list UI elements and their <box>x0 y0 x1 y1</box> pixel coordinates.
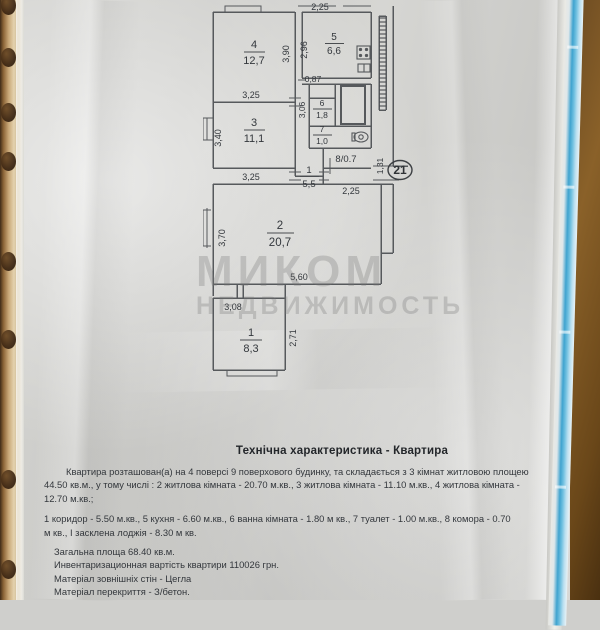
description-line: Загальна площа 68.40 кв.м. <box>54 546 175 558</box>
description-line: Инвентаризационная вартість квартири 110… <box>54 559 279 571</box>
apartment-number-marker: 21 <box>387 159 413 181</box>
svg-text:0,87: 0,87 <box>305 74 322 84</box>
binding-hole-dot <box>1 470 16 489</box>
svg-text:6,6: 6,6 <box>327 46 341 57</box>
svg-text:1,8: 1,8 <box>316 110 328 120</box>
description-line: Матеріал перекриття - З/бетон. <box>54 586 190 598</box>
floor-plan-drawing: 21 4 12,7 3 11,1 5 6,6 6 1,8 7 1,0 8/0.7… <box>203 0 418 378</box>
svg-text:5,60: 5,60 <box>290 272 308 282</box>
svg-text:8/0.7: 8/0.7 <box>335 154 356 165</box>
edge-highlight <box>567 45 579 49</box>
svg-text:7: 7 <box>320 124 325 134</box>
svg-text:5: 5 <box>331 32 337 43</box>
svg-text:21: 21 <box>393 163 407 177</box>
description-line: Квартира розташован(а) на 4 поверсі 9 по… <box>66 466 529 477</box>
svg-text:5,5: 5,5 <box>302 179 315 190</box>
svg-text:3,25: 3,25 <box>242 172 260 182</box>
technical-description-block: Технічна характеристика - Квартира Кварт… <box>44 445 544 599</box>
left-book-binding-edge <box>0 0 24 600</box>
binding-hole-dot <box>1 152 16 171</box>
page-title: Технічна характеристика - Квартира <box>235 445 449 457</box>
svg-text:3,90: 3,90 <box>281 45 291 63</box>
svg-text:3,25: 3,25 <box>242 90 260 100</box>
svg-text:11,1: 11,1 <box>244 133 265 145</box>
svg-text:3,06: 3,06 <box>297 101 307 118</box>
svg-text:3: 3 <box>251 117 257 129</box>
binding-hole-dot <box>1 330 16 349</box>
binding-hole-dot <box>1 0 16 15</box>
svg-text:4: 4 <box>251 39 257 51</box>
svg-text:12,7: 12,7 <box>243 55 264 67</box>
binding-hole-dot <box>1 103 16 122</box>
svg-text:3,08: 3,08 <box>224 302 242 312</box>
description-line: 44.50 кв.м., у тому числі : 2 житлова кі… <box>44 479 520 491</box>
svg-text:1,31: 1,31 <box>375 157 385 174</box>
svg-text:8,3: 8,3 <box>243 343 258 355</box>
svg-text:2,25: 2,25 <box>311 2 329 12</box>
svg-text:1: 1 <box>248 327 254 339</box>
edge-gloss <box>16 0 23 600</box>
svg-text:2,96: 2,96 <box>299 41 309 59</box>
description-line: 1 коридор - 5.50 м.кв., 5 кухня - 6.60 м… <box>44 513 511 525</box>
edge-highlight <box>554 485 567 489</box>
svg-text:3,70: 3,70 <box>217 229 227 247</box>
paper-photo-background <box>0 0 600 600</box>
binding-hole-dot <box>1 560 16 579</box>
description-line: 12.70 м.кв.; <box>44 492 94 504</box>
svg-text:1,0: 1,0 <box>316 136 328 146</box>
svg-text:2: 2 <box>277 220 283 232</box>
svg-text:2,25: 2,25 <box>342 186 360 196</box>
edge-highlight <box>559 330 571 334</box>
svg-text:3,40: 3,40 <box>213 129 223 147</box>
binding-hole-dot <box>1 48 16 67</box>
svg-text:6: 6 <box>320 98 325 108</box>
svg-text:1: 1 <box>306 165 311 176</box>
edge-highlight <box>563 185 575 189</box>
description-line: Матеріал зовнішніх стін - Цегла <box>54 572 192 584</box>
description-line: м кв., I засклена лоджія - 8.30 м кв. <box>44 526 197 538</box>
svg-text:20,7: 20,7 <box>269 237 291 249</box>
svg-text:2,71: 2,71 <box>288 329 298 347</box>
binding-hole-dot <box>1 252 16 271</box>
